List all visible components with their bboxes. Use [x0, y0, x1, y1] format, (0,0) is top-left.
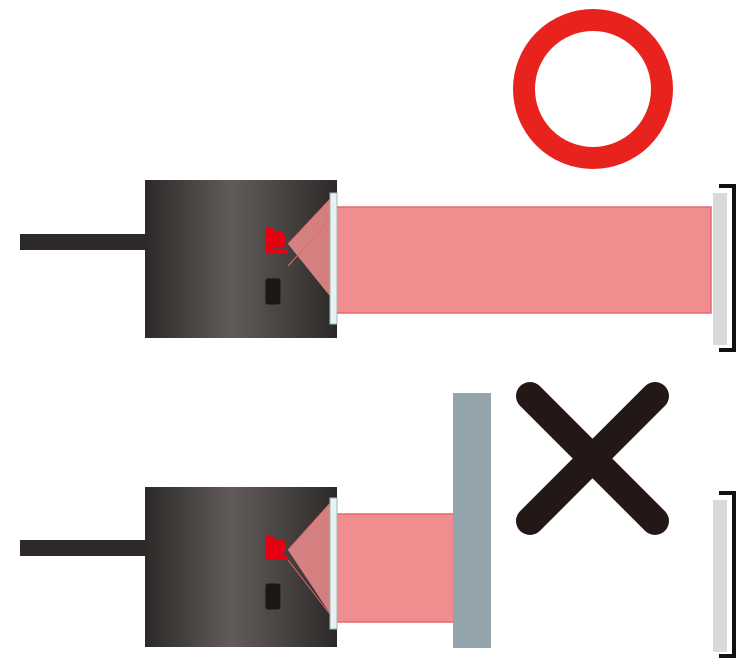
- bottom-scenario: [20, 382, 736, 658]
- receiver-element: [264, 582, 282, 611]
- light-beam: [332, 513, 456, 623]
- receiver-element: [264, 277, 282, 306]
- sensor-cable: [20, 540, 148, 556]
- emitter-led-icon: [266, 535, 288, 560]
- cone-edge-upper: [287, 499, 334, 551]
- emitter-cone: [288, 500, 333, 618]
- lens-window: [329, 192, 338, 325]
- cone-edge-lower: [287, 559, 334, 619]
- reflector-plate: [713, 500, 727, 652]
- lens-window: [329, 497, 338, 630]
- reflector-plate: [713, 193, 727, 345]
- emitter-led-icon: [266, 228, 288, 253]
- sensor-cable: [20, 234, 148, 250]
- cone-edge-return: [287, 215, 334, 267]
- light-beam: [332, 206, 712, 314]
- ok-circle-mark: [513, 9, 673, 169]
- reflector-bracket: [719, 184, 736, 352]
- reflector-bracket: [719, 491, 736, 658]
- ng-cross-mark: [516, 382, 669, 535]
- cone-edge-upper: [287, 195, 334, 245]
- emitter-cone: [288, 196, 333, 300]
- top-scenario: [20, 9, 736, 352]
- obstacle-plate: [453, 393, 491, 648]
